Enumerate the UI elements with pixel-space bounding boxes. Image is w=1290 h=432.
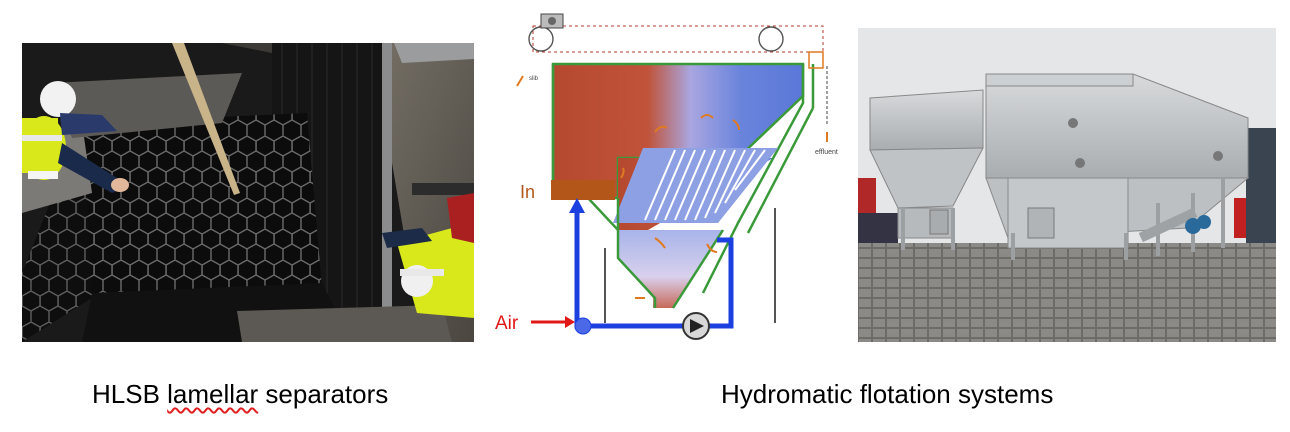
flotation-diagram: In Air effluent slib <box>493 8 853 342</box>
flotation-caption: Hydromatic flotation systems <box>721 379 1054 409</box>
caption-word-separators: separators <box>265 379 389 409</box>
air-label: Air <box>495 313 519 334</box>
in-label: In <box>520 182 535 202</box>
caption-word-hlsb: HLSB <box>92 379 160 409</box>
flotation-schematic: In Air effluent slib <box>493 8 853 342</box>
effluent-label: effluent <box>815 149 838 156</box>
lamellar-separator-illustration <box>22 43 474 342</box>
caption-word-lamellar: lamellar <box>167 379 259 409</box>
lamellar-caption: HLSB lamellar separators <box>92 379 388 410</box>
slib-label: slib <box>529 76 539 82</box>
flotation-units-photo <box>858 28 1276 342</box>
flotation-units-illustration <box>858 28 1276 342</box>
lamellar-separator-photo <box>22 43 474 342</box>
